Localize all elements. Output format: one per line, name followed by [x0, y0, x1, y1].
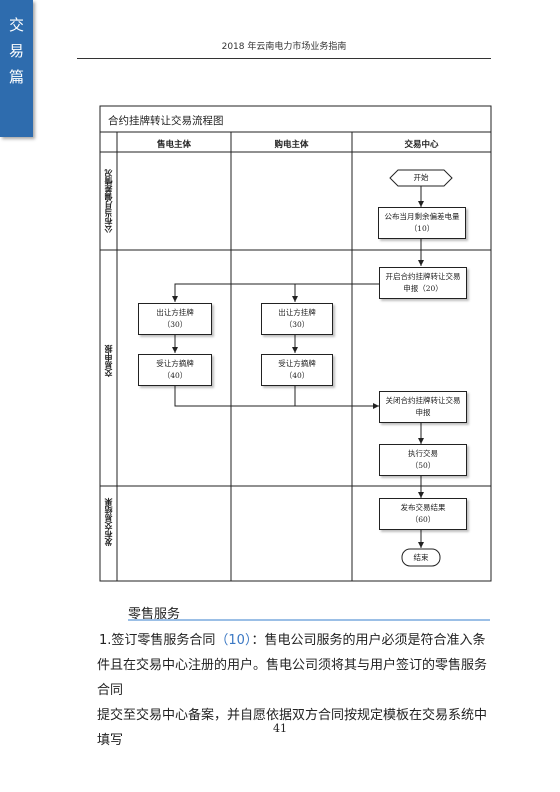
node-open-line2: 申报（20）: [403, 284, 443, 293]
end-node: 结束: [413, 553, 429, 562]
header-rule: [77, 58, 491, 59]
flowchart-frame: [99, 105, 492, 582]
node-result-line1: 发布交易结果: [400, 503, 446, 512]
phase-label-declare: 交易申报: [104, 345, 113, 377]
node-open-declaration: 开启合约挂牌转让交易 申报（20）: [379, 267, 467, 299]
paragraph-line-1-rest: ：售电公司服务的用户必须是符合准入条: [251, 633, 486, 648]
page-header-title: 2018 年云南电力市场业务指南: [221, 42, 347, 52]
paragraph-line-2: 件且在交易中心注册的用户。售电公司须将其与用户签订的零售服务合同: [97, 658, 488, 698]
phase-label-publish: 公布当月偏差情况: [104, 169, 113, 233]
node-buyer-listing-line1: 出让方挂牌: [278, 308, 316, 317]
chapter-side-tab: 交 易 篇: [0, 0, 33, 137]
node-close-line2: 申报: [415, 408, 431, 417]
node-publish-result: 发布交易结果 （60）: [379, 498, 467, 530]
node-seller-listing: 出让方挂牌 （30）: [138, 303, 212, 335]
node-seller-taking: 受让方摘牌 （40）: [138, 354, 212, 386]
node-buyer-taking-line1: 受让方摘牌: [278, 359, 316, 368]
paragraph-prefix: 1.签订零售服务合同: [99, 633, 216, 648]
paragraph-reference-number: （10）: [215, 633, 252, 648]
node-buyer-taking: 受让方摘牌 （40）: [261, 354, 333, 386]
node-seller-taking-line2: （40）: [162, 371, 188, 380]
node-seller-taking-line1: 受让方摘牌: [156, 359, 194, 368]
start-node: 开始: [413, 173, 429, 182]
node-execute-line1: 执行交易: [408, 449, 438, 458]
node-seller-listing-line1: 出让方挂牌: [156, 308, 194, 317]
connector-open-to-seller: [172, 283, 379, 302]
start-node-shape: [389, 169, 453, 187]
side-tab-char-1: 交: [8, 16, 24, 34]
side-tab-char-2: 易: [8, 42, 24, 60]
lane-header-seller: 售电主体: [156, 140, 191, 150]
body-paragraph: 1.签订零售服务合同（10）：售电公司服务的用户必须是符合准入条 件且在交易中心…: [97, 628, 491, 753]
node-publish-line1: 公布当月剩余偏差电量: [384, 212, 460, 221]
node-close-line1: 关闭合约挂牌转让交易: [385, 396, 461, 405]
paragraph-line-1: 1.签订零售服务合同（10）：售电公司服务的用户必须是符合准入条: [99, 628, 491, 653]
phase-label-result: 发布交易结果: [104, 498, 113, 546]
end-node-shape: [401, 548, 441, 567]
node-publish-line2: （10）: [409, 224, 435, 233]
node-execute-line2: （50）: [410, 461, 436, 470]
connector-seller-to-close: [174, 385, 379, 409]
node-buyer-listing: 出让方挂牌 （30）: [261, 303, 333, 335]
section-title-rule: [128, 619, 490, 621]
node-seller-listing-line2: （30）: [162, 320, 188, 329]
flowchart-title: 合约挂牌转让交易流程图: [108, 115, 224, 127]
node-execute-trade: 执行交易 （50）: [379, 444, 467, 476]
node-publish-deviation: 公布当月剩余偏差电量 （10）: [378, 207, 466, 239]
node-buyer-taking-line2: （40）: [284, 371, 310, 380]
node-close-declaration: 关闭合约挂牌转让交易 申报: [379, 391, 467, 423]
lane-header-buyer: 购电主体: [274, 140, 309, 150]
section-title: 零售服务: [128, 607, 181, 622]
node-buyer-listing-line2: （30）: [284, 320, 310, 329]
paragraph-line-3: 提交至交易中心备案，并自愿依据双方合同按规定模板在交易系统中填写: [97, 708, 488, 748]
side-tab-char-3: 篇: [8, 68, 24, 86]
lane-header-exchange: 交易中心: [404, 140, 439, 150]
node-result-line2: （60）: [410, 515, 436, 524]
node-open-line1: 开启合约挂牌转让交易: [385, 272, 461, 281]
page-number: 41: [273, 722, 287, 735]
